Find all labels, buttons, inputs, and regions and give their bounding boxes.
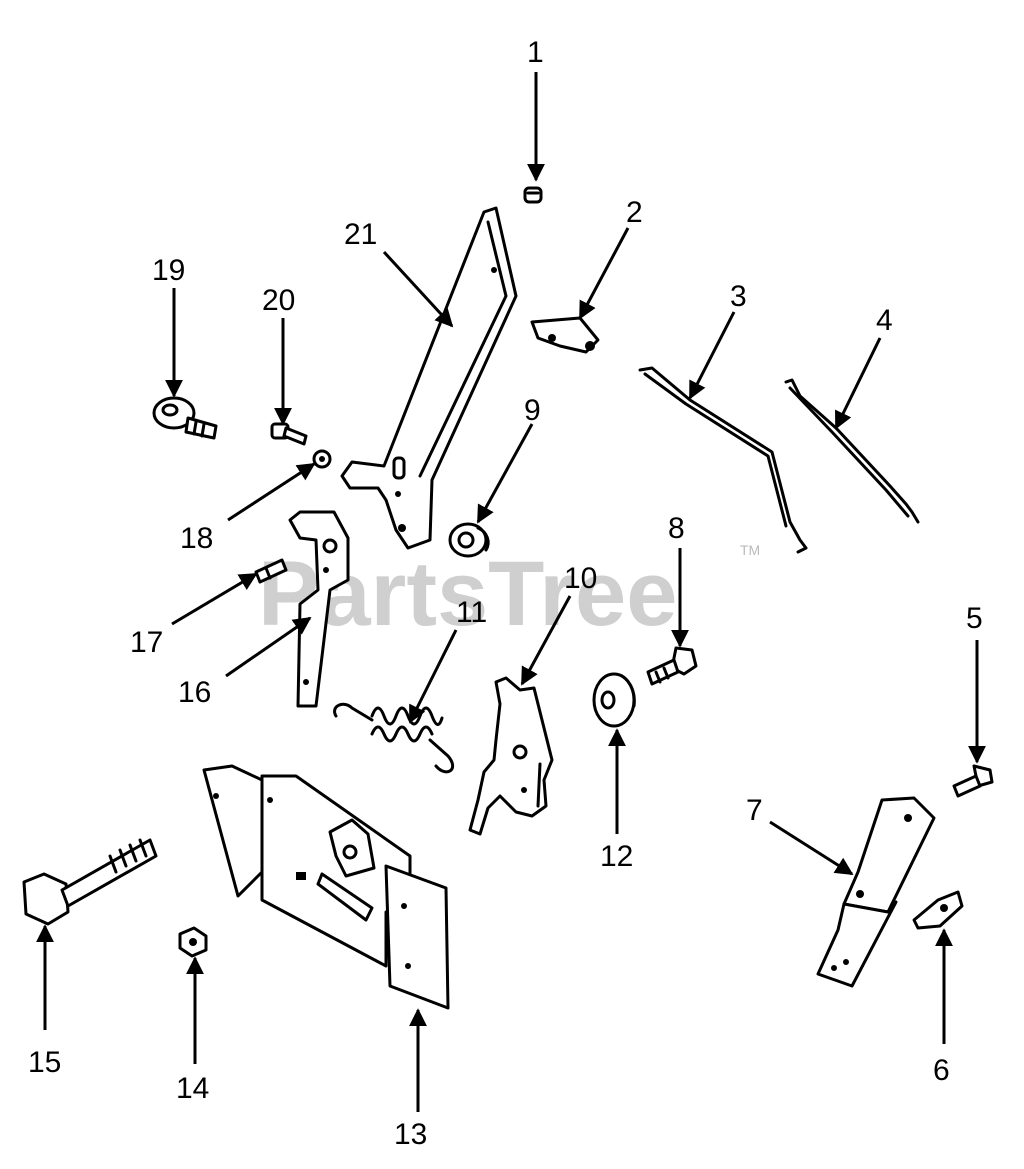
part-5-screw (952, 764, 994, 798)
leader-3 (688, 311, 736, 400)
leader-4 (834, 337, 882, 430)
part-8-shoulder-bolt (646, 646, 698, 686)
callout-4: 4 (876, 304, 893, 337)
callout-11: 11 (456, 596, 487, 629)
part-14-nut (178, 926, 208, 958)
leader-7 (769, 820, 854, 876)
callout-8: 8 (668, 512, 685, 545)
part-7-plate-bracket (816, 796, 936, 988)
callout-17: 17 (130, 626, 163, 659)
leader-10 (520, 595, 572, 686)
leader-18 (227, 462, 316, 522)
part-1-set-screw (523, 186, 543, 204)
part-2-bracket-clip (530, 316, 600, 354)
leader-11 (408, 629, 458, 724)
watermark-trademark: TM (740, 542, 760, 558)
callout-6: 6 (933, 1054, 950, 1087)
leader-17 (171, 572, 258, 626)
callout-14: 14 (176, 1072, 209, 1105)
callout-15: 15 (28, 1046, 61, 1079)
part-11-spring (333, 702, 455, 774)
leader-9 (476, 423, 534, 524)
part-4-rod (784, 378, 920, 524)
part-9-bushing (448, 522, 490, 558)
part-21-lever-arm (340, 206, 518, 550)
leader-21 (382, 250, 454, 328)
part-13-mounting-plate (202, 764, 450, 1010)
callout-19: 19 (152, 254, 185, 287)
leader-16 (225, 616, 312, 678)
callout-3: 3 (730, 280, 747, 313)
callout-12: 12 (600, 840, 633, 873)
part-17-stud (254, 558, 288, 584)
part-20-bolt (270, 422, 308, 446)
callout-10: 10 (564, 562, 597, 595)
part-3-rod (638, 366, 808, 554)
leader-2 (578, 227, 630, 320)
callout-13: 13 (394, 1118, 427, 1151)
callout-1: 1 (527, 36, 544, 69)
callout-16: 16 (178, 676, 211, 709)
callout-9: 9 (524, 394, 541, 427)
callout-7: 7 (746, 794, 763, 827)
callout-2: 2 (626, 196, 643, 229)
part-10-bracket (468, 676, 554, 836)
callout-20: 20 (262, 284, 295, 317)
part-16-bracket-lever (288, 510, 350, 708)
callout-21: 21 (344, 218, 377, 251)
callout-5: 5 (966, 602, 983, 635)
part-12-washer (592, 672, 636, 728)
part-19-ball-joint (152, 396, 218, 440)
callout-18: 18 (180, 522, 213, 555)
part-18-nut (312, 449, 332, 469)
part-15-hex-bolt (22, 838, 158, 926)
part-6-clip (912, 890, 964, 930)
